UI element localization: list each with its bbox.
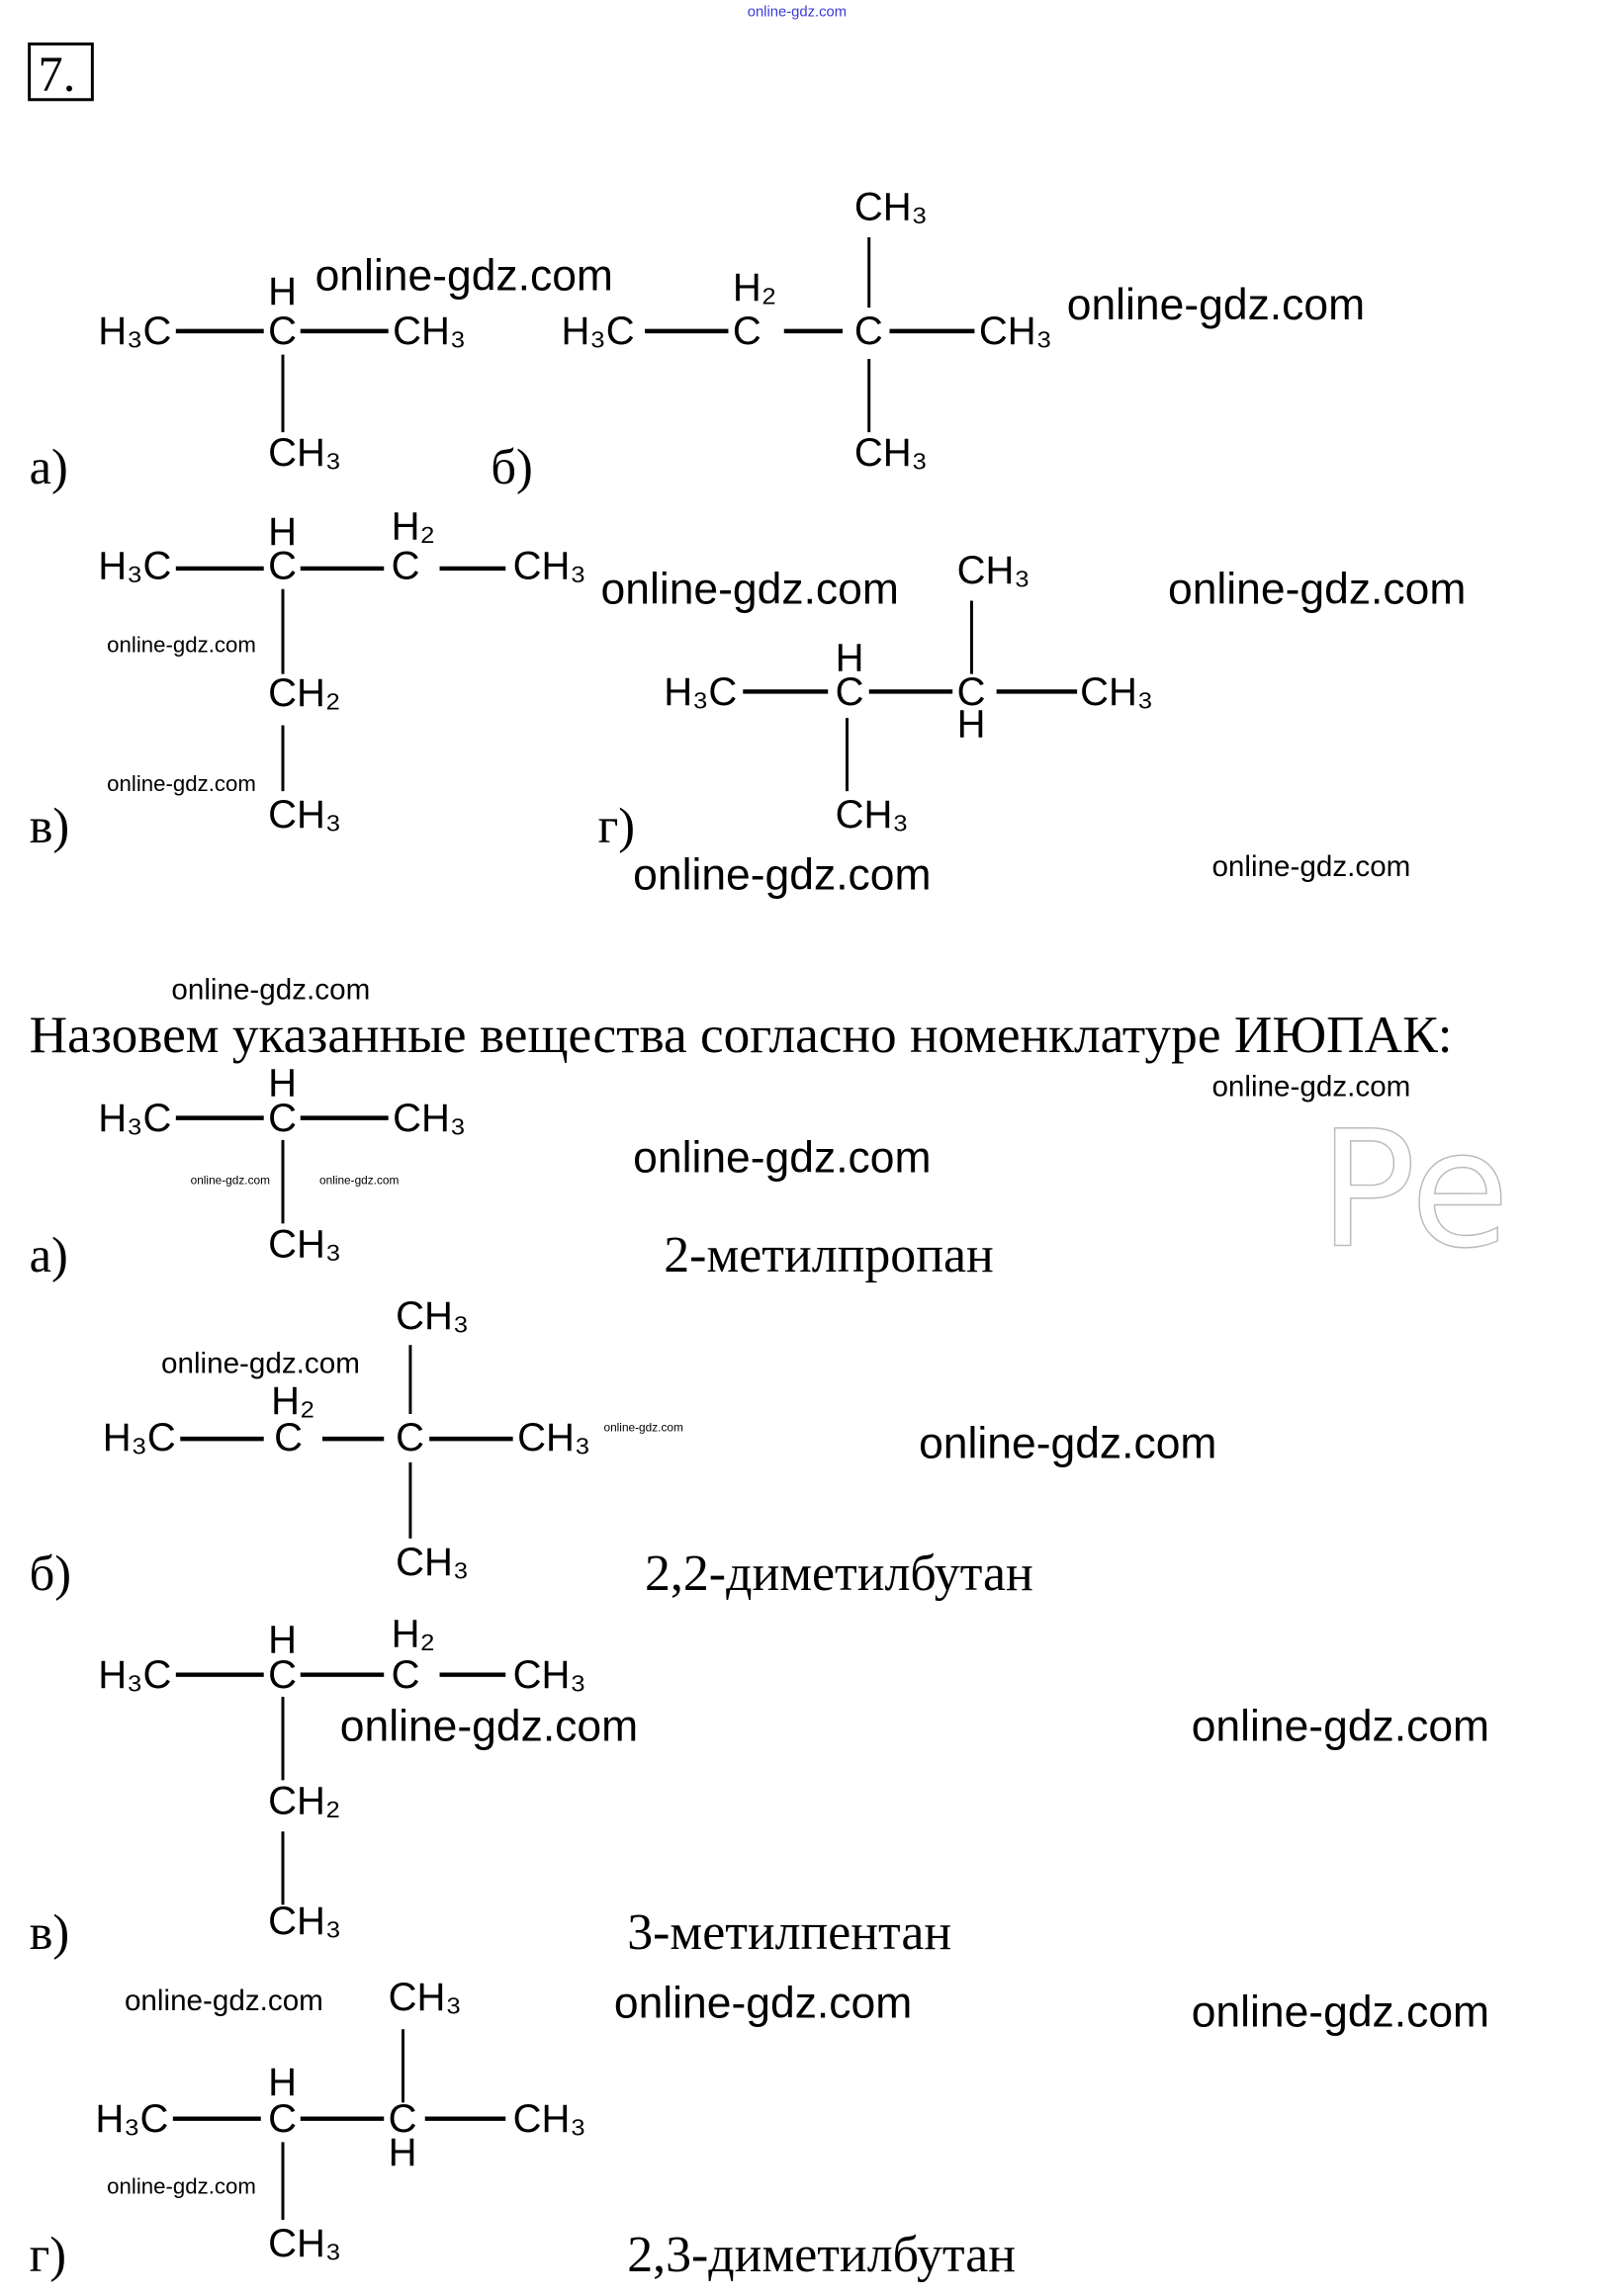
answer-label-b: б): [30, 1545, 71, 1601]
atom-h3c: H₃C: [95, 2097, 168, 2141]
task-number: 7.: [39, 46, 76, 102]
watermark: online-gdz.com: [1192, 1987, 1489, 2036]
atom-h: H: [957, 702, 986, 746]
atom-c: C: [268, 2097, 297, 2141]
atom-h3c: H₃C: [98, 309, 171, 353]
watermark: online-gdz.com: [601, 566, 899, 614]
watermark: online-gdz.com: [919, 1419, 1216, 1467]
item-label-b: б): [491, 439, 532, 494]
watermark: online-gdz.com: [107, 771, 256, 796]
atom-c: C: [392, 544, 420, 587]
atom-ch3: CH₃: [513, 1653, 586, 1697]
atom-h3c: H₃C: [98, 544, 171, 587]
atom-ch3: CH₃: [268, 431, 341, 475]
atom-ch3: CH₃: [854, 431, 928, 475]
watermark: online-gdz.com: [191, 1173, 270, 1187]
instruction-heading: Назовем указанные вещества согласно номе…: [30, 1005, 1453, 1064]
atom-ch3: CH₃: [396, 1294, 469, 1338]
atom-ch3: CH₃: [396, 1541, 469, 1584]
atom-h2: H₂: [271, 1379, 314, 1423]
watermark: online-gdz.com: [161, 1347, 360, 1379]
watermark: online-gdz.com: [107, 632, 256, 657]
watermark-logo: Pe: [1319, 1098, 1510, 1284]
atom-ch3: CH₃: [389, 1976, 462, 2019]
atom-c: C: [396, 1416, 424, 1459]
atom-c: C: [268, 1097, 297, 1140]
atom-h3c: H₃C: [98, 1097, 171, 1140]
watermark: online-gdz.com: [1067, 281, 1365, 329]
watermark: online-gdz.com: [125, 1985, 323, 2017]
watermark: online-gdz.com: [604, 1421, 683, 1435]
watermark: online-gdz.com: [171, 974, 370, 1007]
atom-ch3: CH₃: [268, 793, 341, 837]
watermark: online-gdz.com: [1211, 850, 1410, 883]
watermark: online-gdz.com: [319, 1173, 399, 1187]
atom-c: C: [268, 309, 297, 353]
atom-h2: H₂: [733, 266, 776, 309]
atom-h: H: [268, 2061, 297, 2104]
atom-ch3: CH₃: [268, 1222, 341, 1266]
atom-ch3: CH₃: [979, 309, 1052, 353]
atom-c: C: [957, 670, 986, 714]
atom-c: C: [733, 309, 761, 353]
atom-ch2: CH₂: [268, 671, 340, 715]
atom-h: H: [268, 1618, 297, 1661]
watermark: online-gdz.com: [748, 4, 847, 20]
item-label-g: г): [598, 798, 635, 853]
atom-ch3: CH₃: [1080, 670, 1153, 714]
atom-c: C: [836, 670, 864, 714]
atom-h: H: [389, 2131, 417, 2174]
watermark: online-gdz.com: [1211, 1070, 1410, 1103]
watermark: online-gdz.com: [633, 850, 931, 899]
watermark: online-gdz.com: [614, 1979, 912, 2027]
atom-ch3: CH₃: [393, 1097, 466, 1140]
watermark: online-gdz.com: [107, 2173, 256, 2198]
atom-ch2: CH₂: [268, 1779, 340, 1822]
answer-label-g: г): [30, 2227, 66, 2282]
atom-h2: H₂: [392, 1613, 435, 1656]
answer-name-b: 2,2-диметилбутан: [645, 1545, 1033, 1602]
atom-c: C: [268, 544, 297, 587]
atom-h2: H₂: [392, 504, 435, 548]
atom-c: C: [389, 2097, 417, 2141]
answer-name-a: 2-метилпропан: [664, 1227, 993, 1283]
atom-ch3: CH₃: [854, 185, 928, 228]
atom-h: H: [836, 637, 864, 680]
atom-h3c: H₃C: [98, 1653, 171, 1697]
atom-h3c: H₃C: [103, 1416, 176, 1459]
atom-c: C: [268, 1653, 297, 1697]
atom-ch3: CH₃: [268, 2222, 341, 2265]
watermark: online-gdz.com: [1192, 1702, 1489, 1750]
atom-h: H: [268, 1061, 297, 1104]
atom-ch3: CH₃: [393, 309, 466, 353]
answer-label-a: а): [30, 1227, 68, 1282]
atom-h3c: H₃C: [664, 670, 737, 714]
atom-c: C: [854, 309, 883, 353]
watermark: online-gdz.com: [1168, 566, 1466, 614]
atom-ch3: CH₃: [957, 549, 1030, 592]
atom-ch3: CH₃: [513, 2097, 586, 2141]
watermark: online-gdz.com: [633, 1133, 931, 1182]
atom-h3c: H₃C: [562, 309, 635, 353]
item-label-a: а): [30, 439, 68, 494]
item-label-v: в): [30, 798, 70, 853]
watermark: online-gdz.com: [340, 1702, 638, 1750]
atom-ch3: CH₃: [517, 1416, 590, 1459]
answer-name-v: 3-метилпентан: [627, 1904, 951, 1961]
answer-name-g: 2,3-диметилбутан: [627, 2227, 1016, 2283]
watermark: online-gdz.com: [315, 251, 613, 300]
atom-c: C: [274, 1416, 303, 1459]
atom-h: H: [268, 510, 297, 554]
atom-ch3: CH₃: [836, 793, 909, 837]
task-number-box: [28, 42, 94, 102]
atom-c: C: [392, 1653, 420, 1697]
atom-ch3: CH₃: [513, 544, 586, 587]
answer-label-v: в): [30, 1904, 70, 1960]
atom-h: H: [268, 270, 297, 313]
atom-ch3: CH₃: [268, 1899, 341, 1943]
